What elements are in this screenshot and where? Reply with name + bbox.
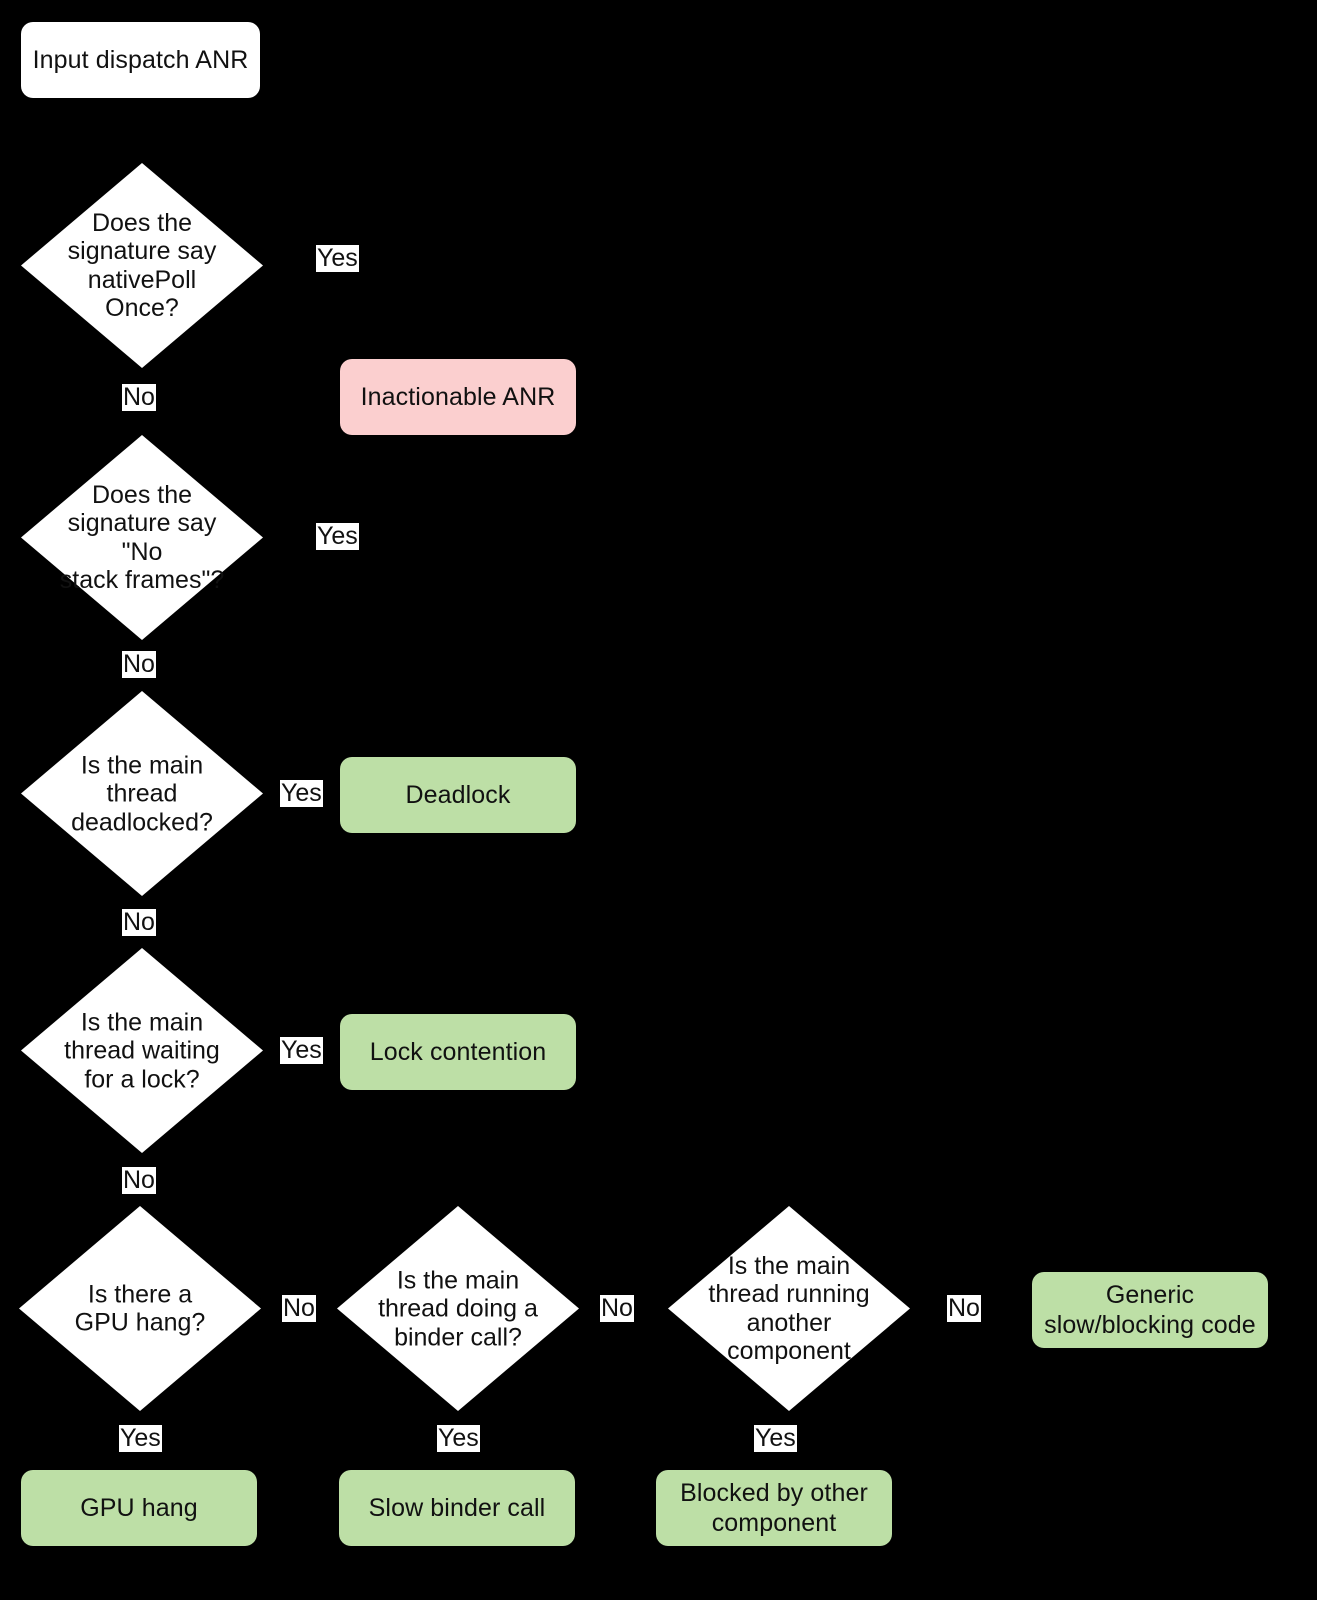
- edge-label-no-stack-frames-no: No: [122, 650, 156, 678]
- node-label: GPU hang: [80, 1493, 198, 1522]
- node-question-no-stack-frames[interactable]: Does the signature say "No stack frames"…: [21, 435, 263, 640]
- connector-start-to-native-poll: [140, 98, 142, 163]
- edge-label-deadlocked-yes: Yes: [280, 779, 323, 807]
- node-question-binder-call[interactable]: Is the main thread doing a binder call?: [337, 1206, 579, 1411]
- diamond-shape: [21, 163, 263, 368]
- node-generic-slow-blocking-code-outcome[interactable]: Generic slow/blocking code: [1032, 1272, 1268, 1348]
- node-gpu-hang-outcome[interactable]: GPU hang: [21, 1470, 257, 1546]
- edge-label-native-poll-yes: Yes: [316, 244, 359, 272]
- node-label: Lock contention: [369, 1037, 547, 1066]
- node-label: Generic slow/blocking code: [1044, 1280, 1256, 1340]
- node-blocked-by-other-component-outcome[interactable]: Blocked by other component: [656, 1470, 892, 1546]
- diamond-shape: [337, 1206, 579, 1411]
- node-slow-binder-call-outcome[interactable]: Slow binder call: [339, 1470, 575, 1546]
- edge-label-deadlocked-no: No: [122, 908, 156, 936]
- edge-label-no-stack-frames-yes: Yes: [316, 522, 359, 550]
- edge-label-waiting-lock-yes: Yes: [280, 1036, 323, 1064]
- node-label: Inactionable ANR: [360, 382, 556, 411]
- node-deadlock-outcome[interactable]: Deadlock: [340, 757, 576, 833]
- node-label: Input dispatch ANR: [32, 45, 249, 74]
- diamond-shape: [21, 435, 263, 640]
- edge-label-gpu-hang-no: No: [282, 1294, 316, 1322]
- node-input-dispatch-anr[interactable]: Input dispatch ANR: [21, 22, 260, 98]
- node-label: Slow binder call: [368, 1493, 546, 1522]
- node-label: Deadlock: [405, 780, 511, 809]
- diamond-shape: [21, 948, 263, 1153]
- edge-label-waiting-lock-no: No: [122, 1166, 156, 1194]
- edge-label-other-component-yes: Yes: [754, 1424, 797, 1452]
- node-question-main-thread-waiting-for-lock[interactable]: Is the main thread waiting for a lock?: [21, 948, 263, 1153]
- diamond-shape: [668, 1206, 910, 1411]
- node-inactionable-anr[interactable]: Inactionable ANR: [340, 359, 576, 435]
- node-question-gpu-hang[interactable]: Is there a GPU hang?: [19, 1206, 261, 1411]
- node-label: Blocked by other component: [680, 1478, 868, 1538]
- edge-label-binder-call-yes: Yes: [437, 1424, 480, 1452]
- edge-label-other-component-no: No: [947, 1294, 981, 1322]
- edge-label-binder-call-no: No: [600, 1294, 634, 1322]
- diamond-shape: [19, 1206, 261, 1411]
- node-question-running-another-component[interactable]: Is the main thread running another compo…: [668, 1206, 910, 1411]
- diamond-shape: [21, 691, 263, 896]
- node-question-native-poll-once[interactable]: Does the signature say nativePoll Once?: [21, 163, 263, 368]
- edge-label-gpu-hang-yes: Yes: [119, 1424, 162, 1452]
- edge-label-native-poll-no: No: [122, 383, 156, 411]
- node-lock-contention-outcome[interactable]: Lock contention: [340, 1014, 576, 1090]
- node-question-main-thread-deadlocked[interactable]: Is the main thread deadlocked?: [21, 691, 263, 896]
